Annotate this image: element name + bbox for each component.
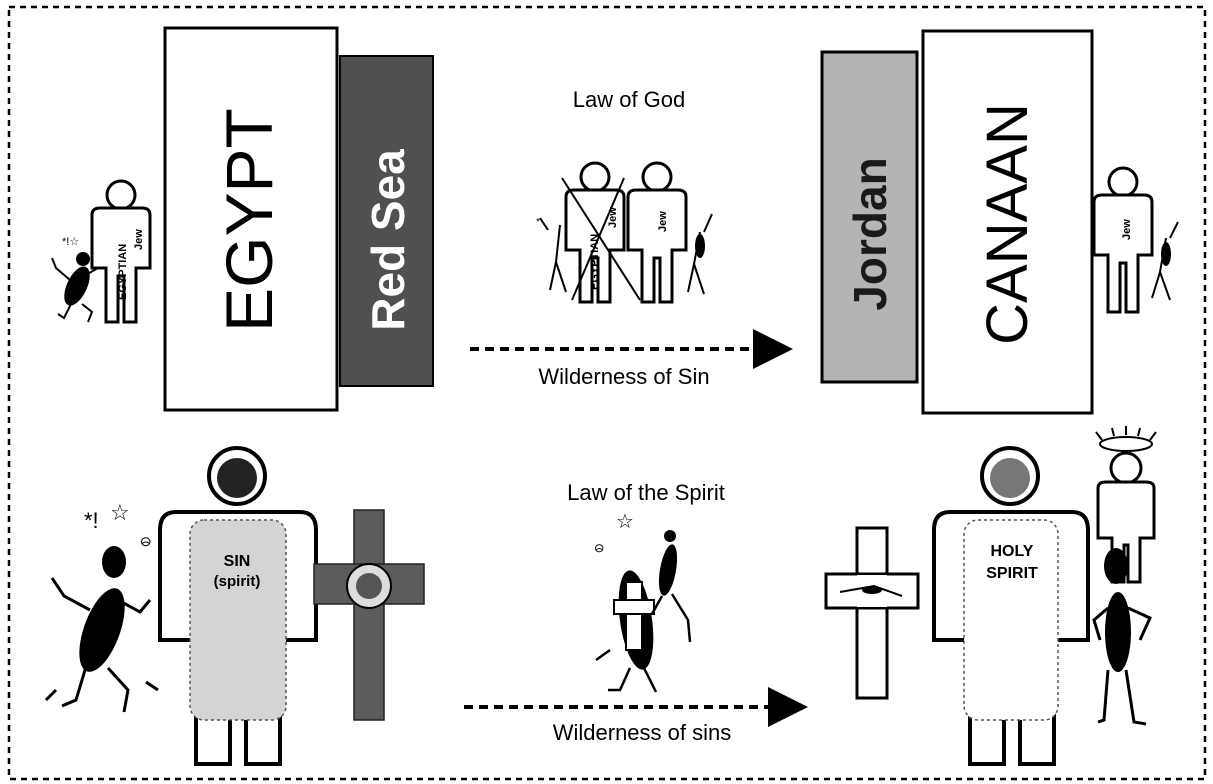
dark-cross bbox=[313, 509, 425, 721]
wilderness-of-sin-label: Wilderness of Sin bbox=[538, 364, 709, 389]
dashed-frame bbox=[7, 5, 1207, 781]
white-cross bbox=[824, 526, 920, 700]
jordan-label: Jordan bbox=[844, 157, 896, 310]
jew-figure-right: Jew bbox=[1092, 166, 1179, 314]
person-egyptian-jew: EGYPTIAN Jew bbox=[90, 179, 152, 324]
svg-text:ဓ: ဓ bbox=[594, 536, 604, 557]
jew-label: Jew bbox=[133, 229, 145, 250]
figure-with-cross: ☆ ဓ bbox=[594, 509, 692, 693]
red-sea-box: Red Sea bbox=[339, 55, 434, 387]
sin-spirit-label: (spirit) bbox=[214, 573, 261, 590]
svg-text:*!☆: *!☆ bbox=[62, 236, 79, 248]
egyptian-label: EGYPTIAN bbox=[117, 244, 129, 300]
jordan-box: Jordan bbox=[820, 50, 919, 384]
svg-text:Jew: Jew bbox=[607, 207, 619, 228]
crossed-egyptian-figure: EGYPTIAN Jew * bbox=[536, 161, 641, 304]
holy-label: HOLY bbox=[991, 543, 1034, 560]
svg-text:ဓ: ဓ bbox=[140, 527, 151, 551]
canaan-box: CANAAN bbox=[921, 29, 1094, 415]
jew-figure-middle: Jew bbox=[626, 161, 713, 304]
egypt-box: EGYPT bbox=[163, 26, 339, 412]
angel-figure bbox=[1095, 426, 1157, 584]
svg-text:☆: ☆ bbox=[616, 509, 634, 533]
devil-face-icon bbox=[217, 458, 257, 498]
law-of-the-spirit-label: Law of the Spirit bbox=[567, 480, 725, 505]
sin-person: SIN (spirit) bbox=[158, 446, 318, 766]
holy-spirit-person: HOLY SPIRIT bbox=[932, 446, 1090, 766]
spirit-label: SPIRIT bbox=[986, 565, 1038, 582]
black-figure-right bbox=[1092, 548, 1152, 726]
svg-text:Jew: Jew bbox=[657, 211, 669, 232]
svg-text:*!: *! bbox=[84, 508, 99, 533]
sin-label: SIN bbox=[224, 553, 251, 570]
egypt-label: EGYPT bbox=[212, 108, 286, 332]
wilderness-of-sins-label: Wilderness of sins bbox=[553, 720, 732, 745]
law-of-god-label: Law of God bbox=[573, 87, 686, 112]
jesus-face-icon bbox=[990, 458, 1030, 498]
devil-figure-bottom-left: *! ☆ ဓ bbox=[44, 501, 159, 713]
svg-text:EGYPTIAN: EGYPTIAN bbox=[589, 234, 601, 290]
devil-figure-top-left: *!☆ bbox=[51, 236, 99, 323]
svg-text:Jew: Jew bbox=[1121, 219, 1133, 240]
svg-text:*: * bbox=[536, 217, 540, 228]
svg-text:☆: ☆ bbox=[110, 501, 130, 526]
red-sea-label: Red Sea bbox=[362, 149, 414, 331]
canaan-label: CANAAN bbox=[975, 103, 1040, 345]
